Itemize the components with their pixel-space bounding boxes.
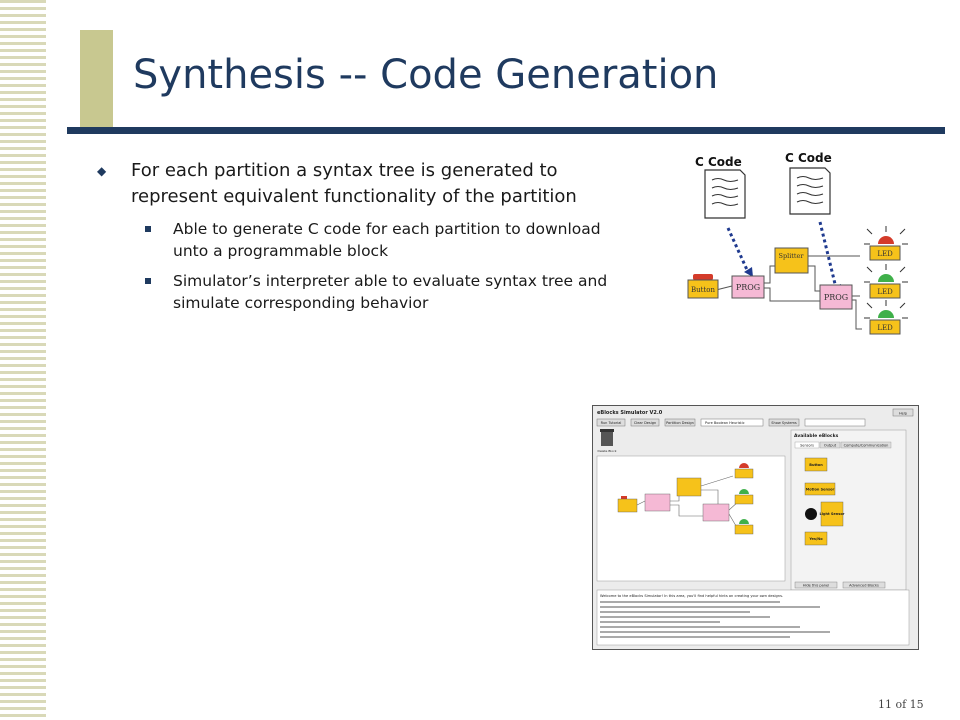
splitter-block-label: Splitter	[779, 252, 805, 260]
help-button[interactable]	[892, 408, 914, 417]
main-bullet: ◆ For each partition a syntax tree is ge…	[93, 158, 608, 210]
toolbar-label: Partition Design	[666, 421, 694, 425]
design-workspace[interactable]	[596, 455, 786, 582]
button-block: Button	[687, 274, 719, 299]
dotted-arrow	[726, 227, 750, 273]
led-block: LED	[864, 264, 908, 299]
palette-block[interactable]	[804, 457, 828, 472]
square-bullet-icon	[145, 278, 151, 284]
panel-title: Available eBlocks	[794, 433, 839, 439]
document-icon	[789, 167, 831, 215]
title-accent-block	[80, 30, 113, 128]
tab-label: Compute/Communication	[844, 444, 889, 448]
palette-block-label: Yes/No	[808, 537, 823, 541]
led-block: LED	[864, 226, 908, 261]
prog-block: PROG	[731, 275, 765, 299]
help-button-label: Help	[899, 412, 908, 416]
tab-label: Output	[824, 444, 837, 448]
panel-button-label: Hide this panel	[803, 584, 829, 588]
prog-block: PROG	[819, 284, 853, 310]
trash-icon[interactable]	[600, 429, 614, 446]
title-underline	[67, 127, 945, 134]
help-text: Welcome to the eBlocks Simulator! In thi…	[600, 594, 783, 598]
system-select[interactable]	[804, 418, 866, 427]
connection-wires	[711, 255, 862, 330]
toolbar-label: Run Tutorial	[601, 421, 622, 425]
led-block: LED	[864, 300, 908, 335]
page-number: 11 of 15	[878, 698, 924, 711]
tab-compute[interactable]	[840, 441, 892, 449]
side-stripe-decoration	[0, 0, 46, 720]
help-text-lines	[600, 601, 830, 638]
sub-bullet-text: Able to generate C code for each partiti…	[173, 220, 601, 260]
toolbar-label: Clear Design	[634, 421, 656, 425]
palette-block-label: Button	[809, 463, 823, 467]
dotted-arrow	[818, 221, 838, 289]
run-tutorial-button[interactable]	[596, 418, 626, 427]
splitter-block: Splitter	[774, 247, 809, 274]
led-block-label: LED	[877, 250, 893, 258]
tab-label: Sensors	[800, 444, 814, 448]
c-code-label: C Code	[695, 155, 742, 169]
arrow-head-icon	[744, 267, 753, 277]
clear-design-button[interactable]	[630, 418, 660, 427]
palette-block-label: Light Sensor	[820, 512, 845, 516]
show-systems-button[interactable]	[768, 418, 800, 427]
prog-block-label: PROG	[736, 283, 760, 292]
led-block-label: LED	[877, 324, 893, 332]
toolbar-label: Show Systems	[771, 421, 797, 425]
light-sensor-icon	[805, 508, 817, 520]
code-generation-diagram: C Code C Code Button PROG Splitter PROG	[687, 151, 908, 335]
simulator-title: eBlocks Simulator V2.0	[597, 410, 663, 416]
advanced-blocks-button[interactable]	[842, 581, 886, 589]
sub-bullet: Simulator’s interpreter able to evaluate…	[145, 270, 608, 314]
tab-sensors[interactable]	[794, 441, 820, 449]
palette-block[interactable]	[820, 501, 844, 527]
palette-block[interactable]	[804, 482, 836, 496]
trash-label: Delete Block	[598, 449, 617, 453]
heuristic-select[interactable]	[700, 418, 764, 427]
simulator-toolbar: Run Tutorial Clear Design Partition Desi…	[596, 418, 866, 427]
main-bullet-text: For each partition a syntax tree is gene…	[131, 160, 577, 207]
diamond-bullet-icon: ◆	[97, 164, 107, 178]
sub-bullet-text: Simulator’s interpreter able to evaluate…	[173, 272, 608, 312]
slide-title: Synthesis -- Code Generation	[133, 52, 719, 98]
document-icon	[704, 169, 746, 219]
simulator-screenshot: eBlocks Simulator V2.0 Help Run Tutorial…	[592, 405, 919, 650]
panel-button-label: Advanced Blocks	[849, 584, 879, 588]
button-block-label: Button	[691, 286, 715, 294]
bullet-list: ◆ For each partition a syntax tree is ge…	[93, 158, 608, 322]
sub-bullet: Able to generate C code for each partiti…	[145, 218, 608, 262]
hide-panel-button[interactable]	[794, 581, 838, 589]
partition-design-button[interactable]	[664, 418, 696, 427]
palette-block[interactable]	[804, 531, 828, 546]
toolbar-label: Pure Boolean Heuristic	[705, 421, 745, 425]
square-bullet-icon	[145, 226, 151, 232]
tab-output[interactable]	[819, 441, 841, 449]
sub-bullet-list: Able to generate C code for each partiti…	[93, 218, 608, 314]
c-code-label: C Code	[785, 151, 832, 165]
palette-block-label: Motion Sensor	[806, 488, 835, 492]
led-block-label: LED	[877, 288, 893, 296]
prog-block-label: PROG	[824, 293, 848, 302]
